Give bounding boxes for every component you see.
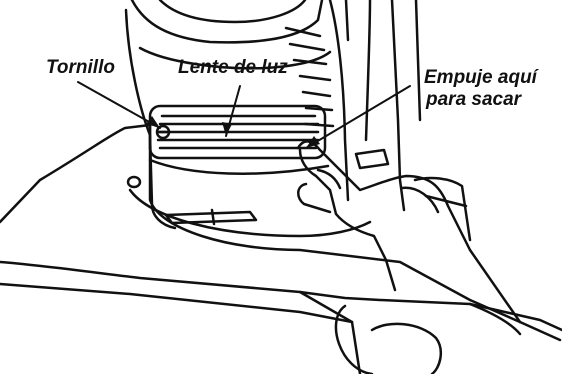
vacuum-base-lower [0, 260, 562, 332]
vacuum-body [124, 8, 177, 230]
push-leader-line [305, 85, 411, 149]
canister-top [130, 0, 324, 44]
label-light-lens: Lente de luz [178, 57, 288, 78]
handle-tube [390, 0, 406, 212]
label-screw: Tornillo [46, 57, 115, 78]
screw-arrowhead [146, 116, 160, 128]
push-arrowhead [306, 136, 320, 148]
screw-leader-line [77, 81, 161, 129]
slider-slot [164, 210, 258, 225]
vacuum-wheel [334, 304, 374, 374]
lens-arrowhead [222, 122, 232, 136]
hand-icon [296, 140, 522, 324]
screw-icon [155, 124, 171, 140]
label-push-line2: para sacar [426, 89, 522, 110]
light-lens-housing [148, 104, 327, 160]
label-push-line1: Empuje aquí [424, 67, 537, 88]
